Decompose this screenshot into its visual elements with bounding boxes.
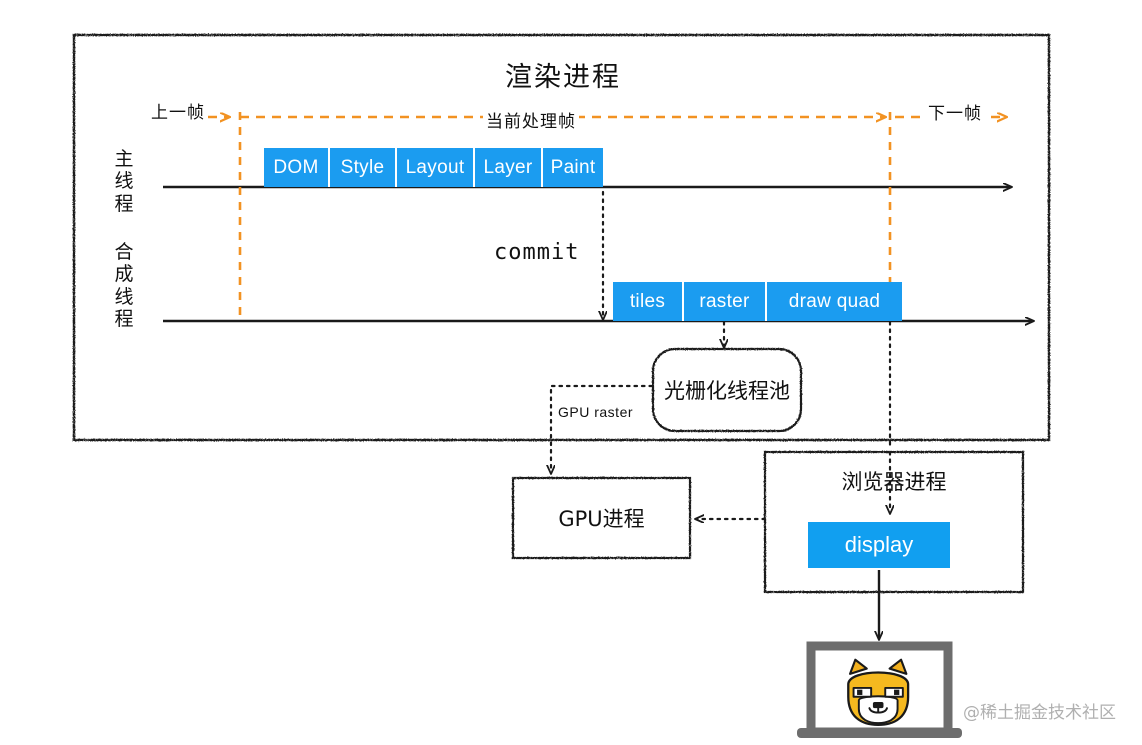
compositor-step-draw-quad[interactable]: draw quad bbox=[767, 282, 902, 321]
browser-process-label: 浏览器进程 bbox=[841, 470, 947, 494]
next-frame-label: 下一帧 bbox=[925, 99, 985, 124]
raster-thread-pool-box[interactable]: 光栅化线程池 bbox=[653, 349, 801, 431]
page-title: 渲染进程 bbox=[505, 62, 621, 93]
current-frame-label: 当前处理帧 bbox=[483, 107, 579, 132]
compositor-step-tiles[interactable]: tiles bbox=[613, 282, 684, 321]
pipeline-step-dom[interactable]: DOM bbox=[264, 148, 330, 187]
gpu-raster-arrow bbox=[551, 384, 654, 472]
pipeline-step-paint[interactable]: Paint bbox=[543, 148, 603, 187]
shiba-avatar-icon bbox=[847, 658, 910, 727]
commit-label: commit bbox=[494, 240, 580, 265]
pipeline-step-style[interactable]: Style bbox=[330, 148, 397, 187]
gpu-process-label: GPU进程 bbox=[558, 507, 645, 531]
browser-process-box[interactable]: 浏览器进程 bbox=[765, 466, 1023, 506]
thread-label-main-thread: 主线程 bbox=[114, 148, 134, 215]
prev-frame-label: 上一帧 bbox=[148, 98, 208, 123]
pipeline-step-layout[interactable]: Layout bbox=[397, 148, 475, 187]
display-chip[interactable]: display bbox=[808, 522, 950, 568]
renderer-process-container-border bbox=[72, 33, 1051, 442]
watermark-text: @稀土掘金技术社区 bbox=[963, 703, 1116, 723]
gpu-raster-label: GPU raster bbox=[558, 404, 634, 420]
raster-thread-pool-box-border bbox=[651, 347, 803, 433]
laptop-icon bbox=[797, 641, 962, 738]
pipeline-step-layer[interactable]: Layer bbox=[475, 148, 543, 187]
raster-thread-pool-label: 光栅化线程池 bbox=[664, 379, 790, 403]
gpu-process-box-border bbox=[511, 476, 692, 560]
compositor-step-raster[interactable]: raster bbox=[684, 282, 767, 321]
thread-label-compositor-thread: 合成线程 bbox=[114, 241, 134, 331]
gpu-process-box[interactable]: GPU进程 bbox=[513, 478, 690, 558]
